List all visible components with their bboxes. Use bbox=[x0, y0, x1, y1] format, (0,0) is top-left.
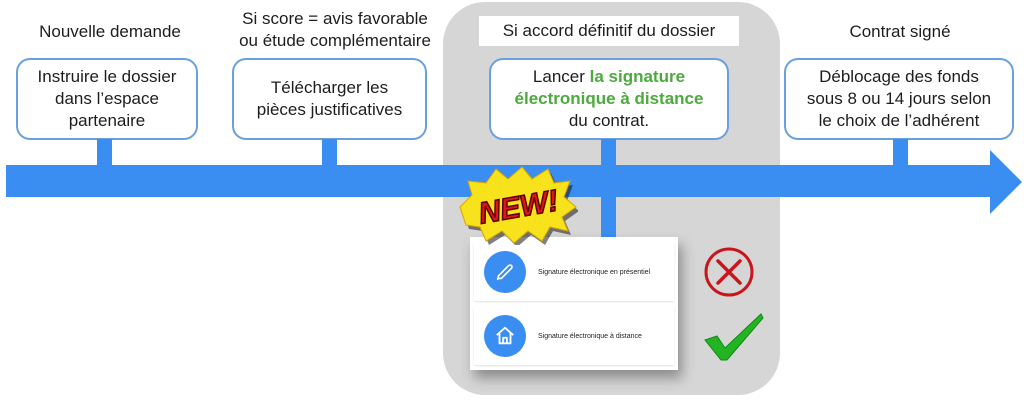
step-text-line: Lancer la signature bbox=[515, 66, 704, 88]
accept-check-icon bbox=[703, 312, 765, 364]
option-label: Signature électronique à distance bbox=[538, 332, 642, 340]
step-text-line: pièces justificatives bbox=[256, 100, 403, 119]
reject-x-icon bbox=[702, 245, 756, 299]
stage-label-score-line-2: ou étude complémentaire bbox=[239, 31, 431, 50]
stage-label-score: Si score = avis favorable ou étude compl… bbox=[220, 8, 450, 52]
step-text-line: Instruire le dossier bbox=[37, 67, 177, 86]
step-box-download-documents: Télécharger les pièces justificatives bbox=[232, 58, 427, 140]
pencil-icon bbox=[484, 251, 526, 293]
signature-options-card: Signature électronique en présentiel Sig… bbox=[470, 237, 678, 370]
step-text-line: dans l’espace bbox=[55, 89, 159, 108]
step-box-launch-signature: Lancer la signature électronique à dista… bbox=[489, 58, 729, 140]
option-remote-signature[interactable]: Signature électronique à distance bbox=[474, 307, 674, 365]
timeline-stem-1 bbox=[97, 139, 112, 166]
option-label: Signature électronique en présentiel bbox=[538, 268, 651, 276]
stage-label-score-line-1: Si score = avis favorable bbox=[242, 9, 428, 28]
step-text-line: Déblocage des fonds bbox=[819, 67, 979, 86]
timeline-arrow-head-icon bbox=[990, 150, 1022, 214]
home-icon bbox=[484, 315, 526, 357]
timeline-stem-4 bbox=[893, 139, 908, 166]
step-text-line: du contrat. bbox=[568, 111, 650, 130]
step-text-line: le choix de l’adhérent bbox=[818, 111, 980, 130]
timeline-stem-2 bbox=[322, 139, 337, 166]
option-in-person-signature[interactable]: Signature électronique en présentiel bbox=[474, 243, 674, 301]
step-text-line: partenaire bbox=[68, 111, 146, 130]
step-text-line: Télécharger les bbox=[270, 78, 389, 97]
step-box-fund-release: Déblocage des fonds sous 8 ou 14 jours s… bbox=[784, 58, 1014, 140]
stage-label-final-approval: Si accord définitif du dossier bbox=[479, 16, 739, 46]
step-text-line: sous 8 ou 14 jours selon bbox=[806, 89, 992, 108]
stage-label-signed-contract: Contrat signé bbox=[849, 22, 951, 41]
highlight-text: électronique à distance bbox=[514, 89, 704, 108]
step-text-prefix: Lancer bbox=[532, 67, 590, 86]
new-badge: NEW! bbox=[458, 165, 579, 247]
step-box-instruct-file: Instruire le dossier dans l’espace parte… bbox=[16, 58, 198, 140]
highlight-text: la signature bbox=[589, 67, 686, 86]
stage-label-new-request: Nouvelle demande bbox=[39, 22, 181, 41]
